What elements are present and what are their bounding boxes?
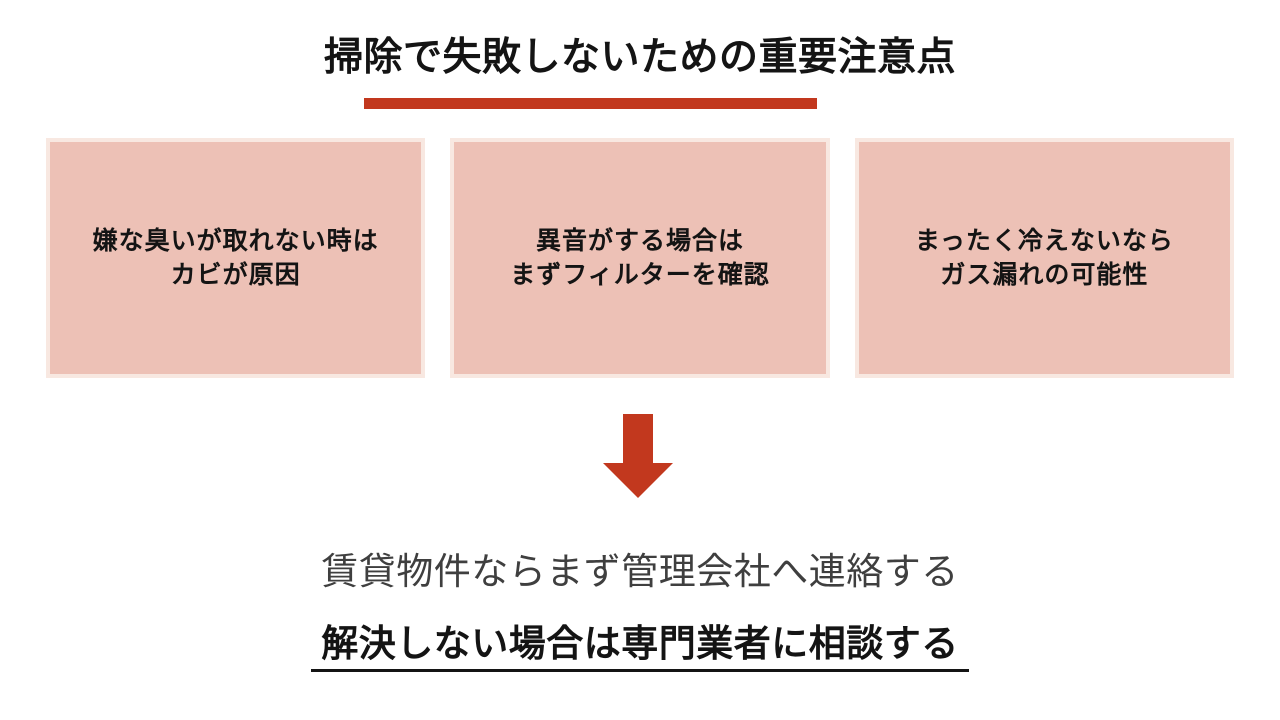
cards-row: 嫌な臭いが取れない時は カビが原因 異音がする場合は まずフィルターを確認 まっ… [46, 138, 1234, 378]
down-arrow-head [603, 463, 673, 498]
card-line: 嫌な臭いが取れない時は [92, 227, 379, 255]
card-line: ガス漏れの可能性 [940, 261, 1149, 289]
card-line: カビが原因 [170, 261, 301, 289]
card-odor-text: 嫌な臭いが取れない時は カビが原因 [93, 224, 379, 292]
card-line: 異音がする場合は [535, 227, 744, 255]
card-line: まったく冷えないなら [914, 227, 1174, 255]
title-underline [364, 98, 817, 109]
conclusion-primary: 賃貸物件ならまず管理会社へ連絡する [321, 551, 959, 592]
down-arrow-shaft [623, 414, 653, 463]
card-cooling-text: まったく冷えないなら ガス漏れの可能性 [915, 224, 1174, 292]
card-cooling: まったく冷えないなら ガス漏れの可能性 [854, 138, 1234, 378]
card-noise: 異音がする場合は まずフィルターを確認 [450, 138, 830, 378]
card-line: まずフィルターを確認 [510, 261, 770, 289]
card-odor: 嫌な臭いが取れない時は カビが原因 [46, 138, 426, 378]
conclusion-secondary-text: 解決しない場合は専門業者に相談する [311, 624, 969, 672]
card-noise-text: 異音がする場合は まずフィルターを確認 [510, 224, 770, 292]
page-title: 掃除で失敗しないための重要注意点 [323, 36, 956, 79]
conclusion-secondary: 解決しない場合は専門業者に相談する [0, 624, 1280, 672]
down-arrow-icon [603, 414, 673, 498]
